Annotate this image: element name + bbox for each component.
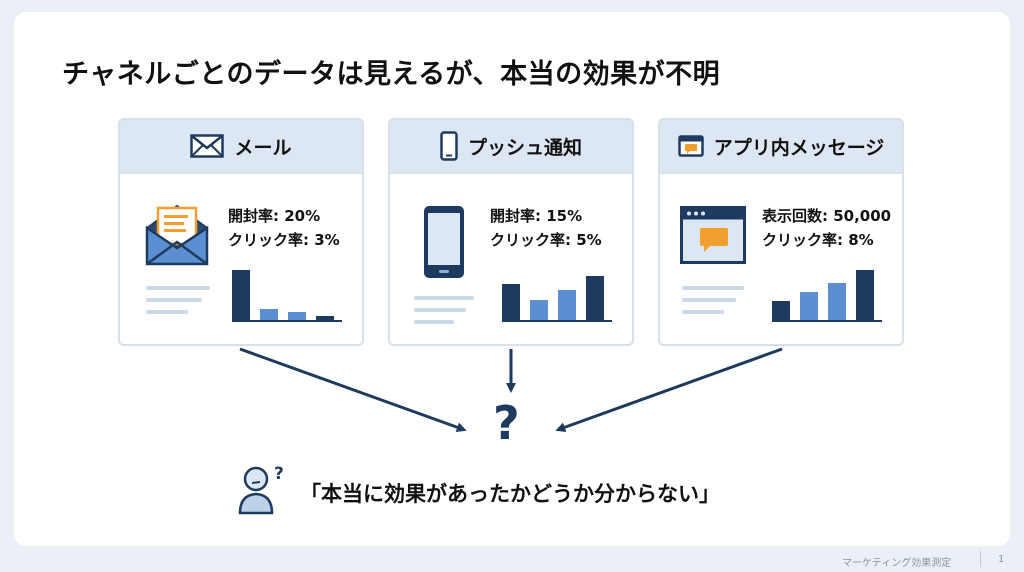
metric-click-rate: クリック率: 8% bbox=[762, 231, 874, 249]
placeholder-text-lines bbox=[146, 286, 210, 322]
card-title: アプリ内メッセージ bbox=[713, 136, 885, 159]
metric-click-rate: クリック率: 3% bbox=[228, 231, 340, 249]
app-window-message-icon bbox=[680, 206, 746, 264]
card-header: アプリ内メッセージ bbox=[660, 120, 902, 174]
card-header: プッシュ通知 bbox=[390, 120, 632, 174]
footer-separator bbox=[980, 551, 981, 567]
chart-bar bbox=[772, 301, 790, 320]
arrow-email bbox=[239, 347, 467, 433]
card-title: プッシュ通知 bbox=[467, 136, 582, 159]
open-envelope-icon bbox=[145, 204, 209, 266]
question-mark: ? bbox=[493, 396, 520, 450]
placeholder-text-lines bbox=[682, 286, 744, 322]
placeholder-text-lines bbox=[414, 296, 474, 332]
metric-click-rate: クリック率: 5% bbox=[490, 231, 602, 249]
chart-bar bbox=[316, 316, 334, 320]
chart-bar bbox=[558, 290, 576, 320]
confused-person-icon: ? bbox=[238, 464, 284, 515]
channel-card-push: プッシュ通知 開封率: 15% クリック率: 5% bbox=[388, 118, 634, 346]
footer-label: マーケティング効果測定 bbox=[842, 558, 952, 569]
chart-bar bbox=[260, 309, 278, 320]
smartphone-large-icon bbox=[424, 206, 464, 278]
chart-bar bbox=[288, 312, 306, 320]
card-header: メール bbox=[120, 120, 362, 174]
chart-bar bbox=[586, 276, 604, 320]
chart-bar bbox=[856, 270, 874, 320]
chart-bar bbox=[800, 292, 818, 320]
chart-bar bbox=[530, 300, 548, 320]
chart-bar bbox=[502, 284, 520, 320]
metric-open-rate: 開封率: 15% bbox=[490, 207, 583, 225]
metrics: 開封率: 15% クリック率: 5% bbox=[490, 204, 602, 252]
channel-card-email: メール 開封率: 20% クリック率: 3% bbox=[118, 118, 364, 346]
quote-text: 「本当に効果があったかどうか分からない」 bbox=[300, 482, 720, 506]
chart-bar bbox=[828, 283, 846, 320]
person-question-mark: ? bbox=[274, 464, 284, 484]
card-title: メール bbox=[234, 136, 292, 159]
page-title: チャネルごとのデータは見えるが、本当の効果が不明 bbox=[62, 59, 721, 90]
metric-impressions: 表示回数: 50,000 bbox=[762, 207, 892, 225]
bar-chart bbox=[772, 264, 882, 322]
envelope-icon bbox=[190, 134, 225, 158]
page-number: 1 bbox=[998, 554, 1005, 565]
metrics: 開封率: 20% クリック率: 3% bbox=[228, 204, 340, 252]
bar-chart bbox=[502, 264, 612, 322]
metric-open-rate: 開封率: 20% bbox=[228, 207, 321, 225]
bar-chart bbox=[232, 264, 342, 322]
chart-bar bbox=[232, 270, 250, 320]
app-message-icon bbox=[677, 135, 704, 157]
arrow-in-app bbox=[555, 347, 783, 433]
metrics: 表示回数: 50,000 クリック率: 8% bbox=[762, 204, 891, 252]
smartphone-icon bbox=[440, 131, 458, 161]
channel-card-in-app: アプリ内メッセージ 表示回数: 50,000 クリック率: 8% bbox=[658, 118, 904, 346]
